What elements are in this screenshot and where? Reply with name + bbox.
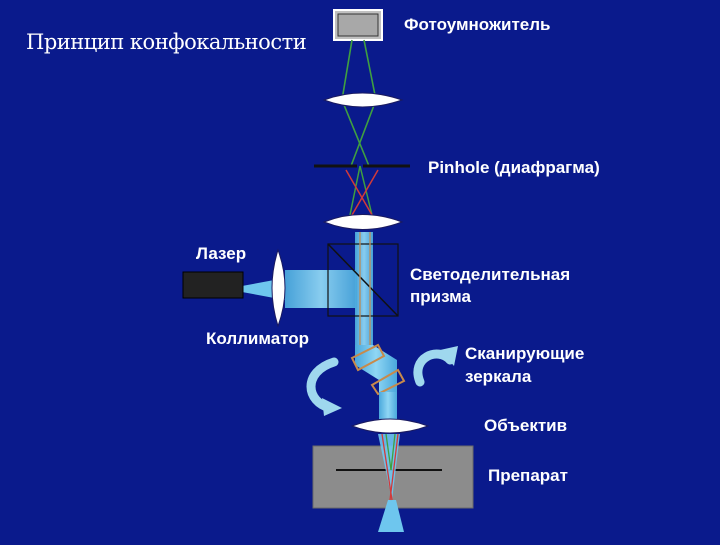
specimen-label: Препарат — [488, 466, 568, 485]
laser-label: Лазер — [196, 244, 247, 263]
rotation-arrow-left — [306, 357, 342, 416]
detection-rays-green — [341, 39, 377, 167]
rotation-arrow-right — [413, 346, 458, 387]
focus-cone — [378, 434, 400, 500]
objective-label: Объектив — [484, 416, 568, 435]
pinhole-rays — [345, 165, 379, 216]
prism-rays — [359, 232, 371, 360]
photomultiplier-label: Фотоумножитель — [404, 15, 551, 34]
beam-splitter-label-line2: призма — [410, 287, 471, 306]
tube-lens — [322, 214, 404, 230]
collimator-label: Коллиматор — [206, 329, 310, 348]
beam-splitter-prism — [327, 243, 399, 317]
detector-lens — [322, 92, 404, 108]
laser-source — [182, 271, 244, 299]
collimator-lens — [271, 248, 286, 328]
objective-lens — [350, 418, 430, 434]
scan-mirrors-label-line2: зеркала — [465, 367, 532, 386]
beam-splitter-label-line1: Светоделительная — [410, 265, 571, 284]
scanning-mirrors — [350, 343, 406, 396]
scan-mirrors-label-line1: Сканирующие — [465, 344, 585, 363]
slide-title: Принцип конфокальности — [26, 30, 307, 54]
pinhole-label: Pinhole (диафрагма) — [428, 158, 600, 177]
